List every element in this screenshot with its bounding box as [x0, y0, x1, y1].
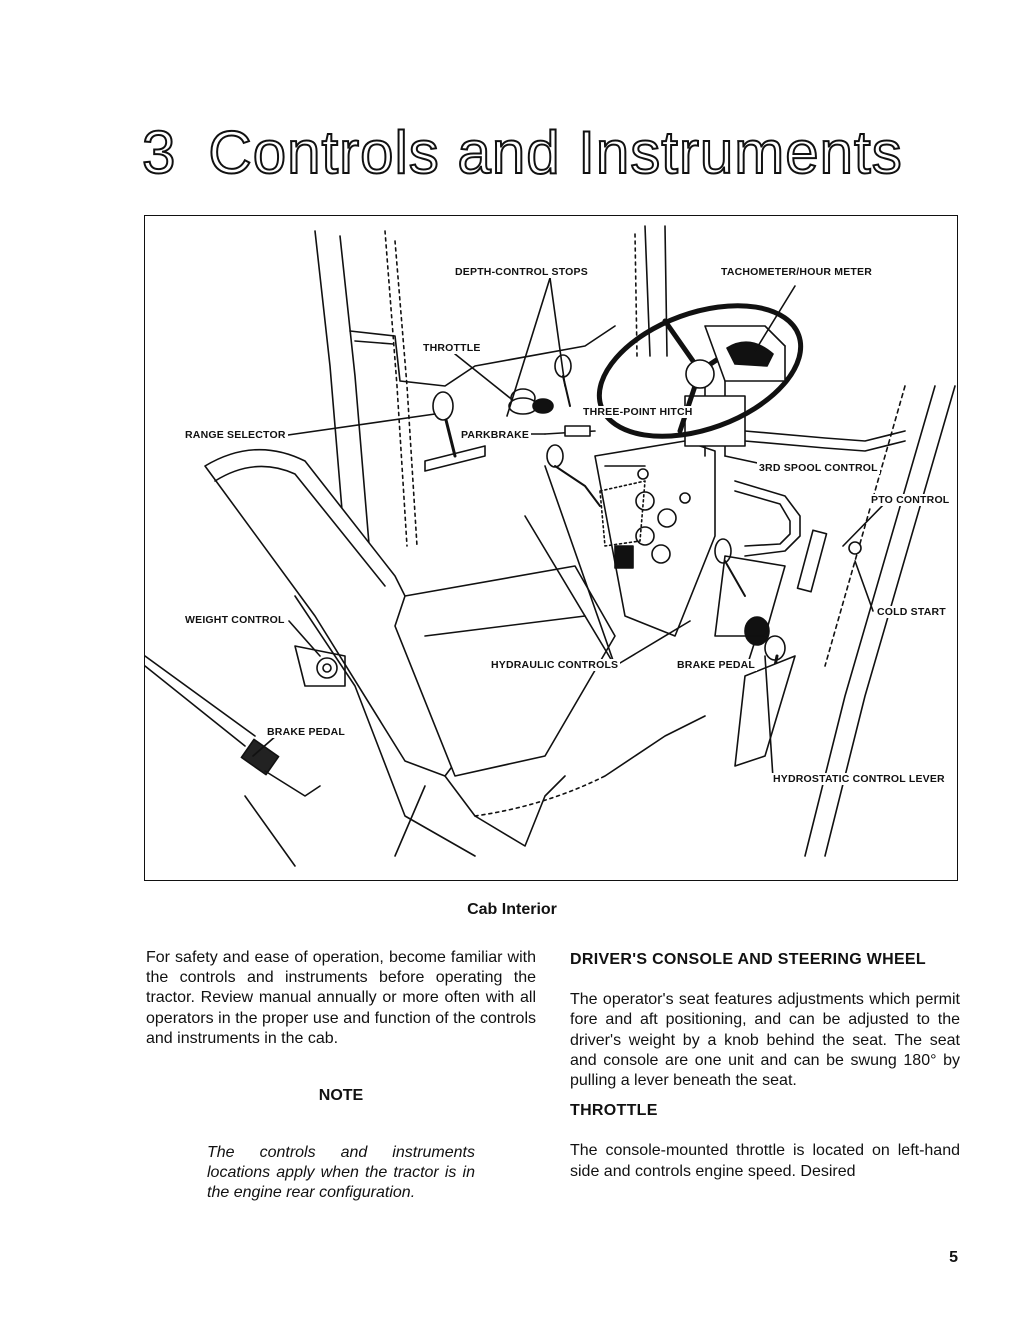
callout-three-point-hitch: THREE-POINT HITCH — [581, 406, 695, 418]
callout-range-selector: RANGE SELECTOR — [183, 429, 288, 441]
chapter-title-text: Controls and Instruments — [207, 118, 903, 187]
right-column: DRIVER'S CONSOLE AND STEERING WHEEL The … — [570, 950, 960, 1182]
page-number: 5 — [949, 1249, 958, 1266]
callout-brake-pedal-left: BRAKE PEDAL — [265, 726, 348, 738]
callout-hydraulic-controls: HYDRAULIC CONTROLS — [489, 659, 621, 671]
callout-hydrostatic-control-lever: HYDROSTATIC CONTROL LEVER — [771, 773, 947, 785]
note-heading: NOTE — [318, 1087, 364, 1104]
left-column: For safety and ease of operation, become… — [146, 948, 536, 1049]
callout-tachometer: TACHOMETER/HOUR METER — [719, 266, 874, 278]
intro-paragraph: For safety and ease of operation, become… — [146, 949, 536, 1047]
heading-drivers-console: DRIVER'S CONSOLE AND STEERING WHEEL — [570, 951, 926, 968]
note-text: The controls and instruments locations a… — [207, 1144, 475, 1201]
callout-3rd-spool-control: 3RD SPOOL CONTROL — [757, 462, 880, 474]
throttle-paragraph: The console-mounted throttle is located … — [570, 1142, 960, 1180]
console-paragraph: The operator's seat features adjustments… — [570, 991, 960, 1090]
callout-pto-control: PTO CONTROL — [869, 494, 952, 506]
cab-interior-illustration — [145, 225, 956, 867]
callout-cold-start: COLD START — [875, 606, 948, 618]
chapter-number: 3 — [141, 118, 177, 187]
cab-interior-figure: DEPTH-CONTROL STOPS TACHOMETER/HOUR METE… — [144, 215, 958, 881]
callout-depth-control-stops: DEPTH-CONTROL STOPS — [453, 266, 590, 278]
figure-caption: Cab Interior — [467, 901, 557, 918]
callout-parkbrake: PARKBRAKE — [459, 429, 532, 441]
callout-throttle: THROTTLE — [421, 342, 483, 354]
callout-weight-control: WEIGHT CONTROL — [183, 614, 287, 626]
chapter-title: 3 Controls and Instruments — [141, 118, 903, 187]
callout-brake-pedal-right: BRAKE PEDAL — [675, 659, 758, 671]
heading-throttle: THROTTLE — [570, 1102, 658, 1120]
